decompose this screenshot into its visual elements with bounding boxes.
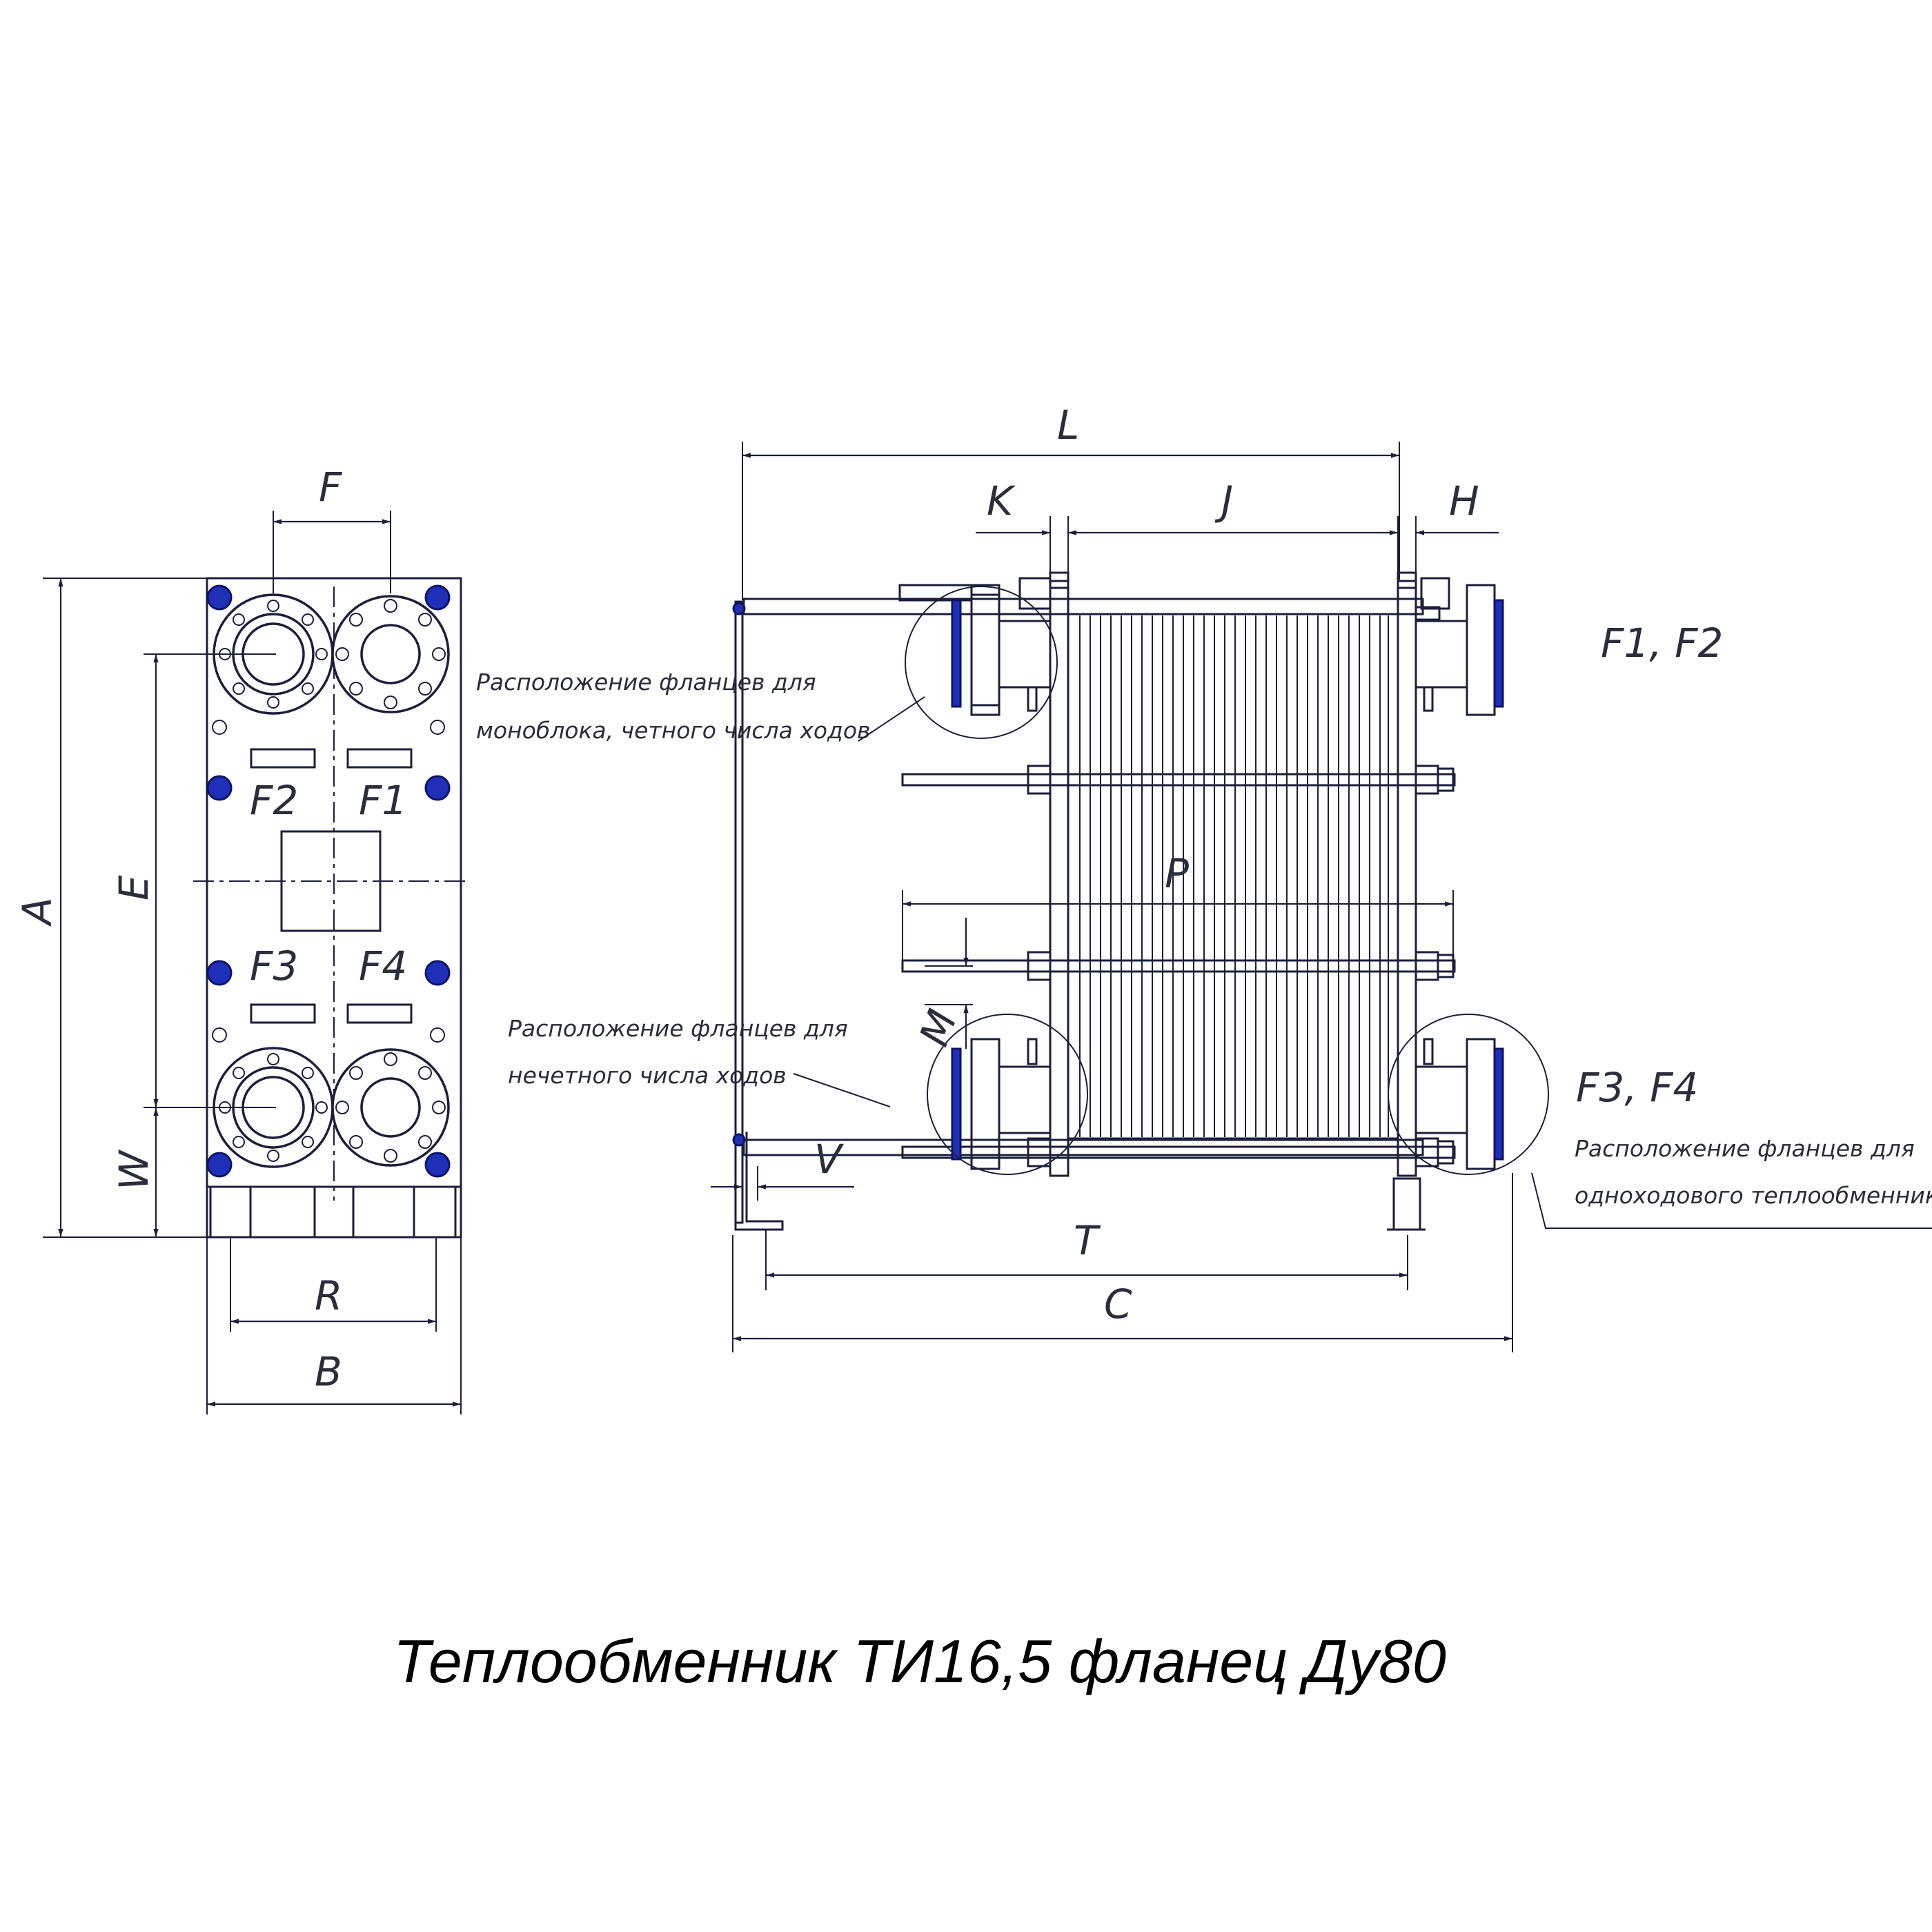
- flange-bottom-right: [331, 1048, 450, 1167]
- dimension-R: R: [230, 1237, 437, 1332]
- tie-bolt: [901, 1145, 1456, 1159]
- svg-text:R: R: [315, 1272, 342, 1319]
- dimension-L: L: [742, 402, 1400, 600]
- svg-text:одноходового теплообменника: одноходового теплообменника: [1575, 1182, 1932, 1209]
- svg-text:Расположение фланцев для: Расположение фланцев для: [476, 669, 816, 696]
- foot-right: [413, 1185, 457, 1239]
- svg-text:H: H: [1449, 477, 1479, 524]
- dimension-C: C: [732, 1173, 1513, 1352]
- port-label-f3: F3: [250, 943, 298, 989]
- svg-text:K: K: [987, 477, 1016, 524]
- svg-text:Расположение фланцев для: Расположение фланцев для: [1575, 1135, 1915, 1162]
- fixed-plate: [1049, 580, 1070, 1177]
- svg-text:E: E: [110, 875, 157, 900]
- dimension-J: J: [1068, 477, 1399, 573]
- front-view: F2 F1 F3 F4 F A E W: [14, 464, 469, 1414]
- svg-text:J: J: [1214, 477, 1233, 524]
- dimension-M: M: [910, 918, 973, 1052]
- plate-pack: [1067, 613, 1399, 1140]
- flange-assembly-upper-left: [898, 584, 1058, 739]
- dimension-A: A: [14, 578, 207, 1238]
- pressure-plate: [1397, 580, 1417, 1177]
- flange-assembly-upper-right: [1414, 584, 1504, 716]
- tie-bolts: [206, 584, 451, 1178]
- dimension-V: V: [711, 1136, 854, 1201]
- port-label-f3-f4: F3, F4: [1576, 1064, 1698, 1111]
- drawing-title: Теплообменник ТИ16,5 фланец Ду80: [393, 1627, 1446, 1695]
- slot: [250, 748, 316, 769]
- flange-assembly-lower-left: [927, 1014, 1088, 1175]
- support-column: [734, 600, 744, 1224]
- port-label-f2: F2: [250, 777, 298, 824]
- svg-text:C: C: [1104, 1281, 1132, 1328]
- dimension-E: E: [110, 653, 276, 1108]
- foot-left: [209, 1185, 252, 1239]
- dimension-H: H: [1415, 477, 1499, 573]
- guide-holes: [212, 720, 445, 1043]
- svg-text:A: A: [14, 897, 61, 927]
- svg-text:T: T: [1074, 1217, 1101, 1264]
- foot-pressure: [1392, 1177, 1421, 1231]
- port-label-f1-f2: F1, F2: [1601, 620, 1723, 667]
- bolt-nuts: [1018, 571, 1455, 1167]
- dimension-K: K: [976, 477, 1069, 573]
- upper-guide-bar: [742, 598, 1424, 615]
- svg-text:V: V: [814, 1136, 845, 1183]
- svg-text:L: L: [1057, 402, 1079, 448]
- svg-text:моноблока, четного числа ходов: моноблока, четного числа ходов: [476, 717, 871, 744]
- port-label-f1: F1: [359, 777, 407, 824]
- slot: [346, 1003, 413, 1024]
- flange-top-right: [331, 595, 450, 713]
- note-odd-passes: Расположение фланцев для нечетного числа…: [508, 1015, 891, 1107]
- foot-center: [313, 1185, 355, 1239]
- flange-assembly-lower-right: [1388, 1014, 1549, 1175]
- svg-text:M: M: [910, 1004, 966, 1052]
- svg-text:B: B: [315, 1348, 342, 1395]
- dimension-P: P: [902, 850, 1454, 966]
- dimension-T: T: [765, 1217, 1408, 1290]
- tie-bolt: [901, 773, 1456, 787]
- side-view: L K J H P M: [476, 402, 1932, 1352]
- svg-text:нечетного числа ходов: нечетного числа ходов: [508, 1062, 787, 1089]
- svg-text:F: F: [319, 464, 343, 511]
- dimension-F: F: [273, 464, 391, 593]
- note-single-pass: Расположение фланцев для одноходового те…: [1531, 1135, 1932, 1229]
- center-window: [280, 830, 382, 932]
- note-monoblock: Расположение фланцев для моноблока, четн…: [476, 669, 925, 744]
- dimension-W: W: [110, 1107, 159, 1237]
- svg-text:W: W: [110, 1149, 157, 1190]
- slot: [346, 748, 413, 769]
- plate-pack-lines: [1079, 615, 1389, 1137]
- svg-text:Расположение фланцев для: Расположение фланцев для: [508, 1015, 848, 1042]
- svg-text:P: P: [1165, 850, 1189, 897]
- tie-bolt: [901, 959, 1456, 973]
- dimension-B: B: [206, 1237, 462, 1414]
- port-label-f4: F4: [359, 943, 407, 989]
- slot: [250, 1003, 316, 1024]
